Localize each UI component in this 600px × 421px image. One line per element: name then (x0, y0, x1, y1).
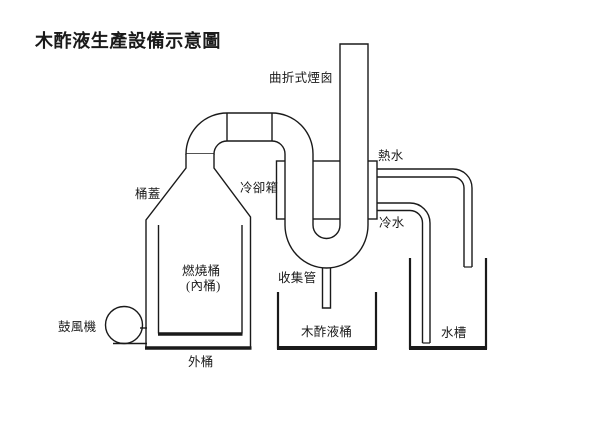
cooling-box-label: 冷卻箱 (240, 181, 279, 195)
hot-water-pipe-shape (377, 168, 473, 268)
blower-shape (104, 305, 147, 345)
chimney-label: 曲折式煙囪 (269, 71, 334, 85)
cold-water-pipe-shape (377, 202, 431, 344)
barrel-lid-label: 桶蓋 (135, 187, 161, 201)
vinegar-barrel-shape (276, 292, 378, 350)
collection-pipe-shape (321, 260, 332, 309)
outer-barrel-shape (145, 154, 252, 350)
inner-barrel-shape (157, 225, 243, 336)
water-tank-shape (408, 258, 488, 350)
collection-pipe-label: 收集管 (278, 271, 317, 285)
hot-water-label: 熱水 (378, 149, 404, 163)
burning-barrel-label-line1: 燃燒桶 (182, 264, 221, 278)
outer-barrel-label: 外桶 (188, 355, 214, 369)
cold-water-label: 冷水 (379, 216, 405, 230)
burning-barrel-label-line2: (內桶) (186, 279, 221, 293)
wood-vinegar-barrel-label: 木酢液桶 (301, 325, 353, 339)
blower-label: 鼓風機 (58, 320, 97, 334)
page-title: 木酢液生產設備示意圖 (35, 31, 221, 51)
water-tank-label: 水槽 (441, 326, 467, 340)
